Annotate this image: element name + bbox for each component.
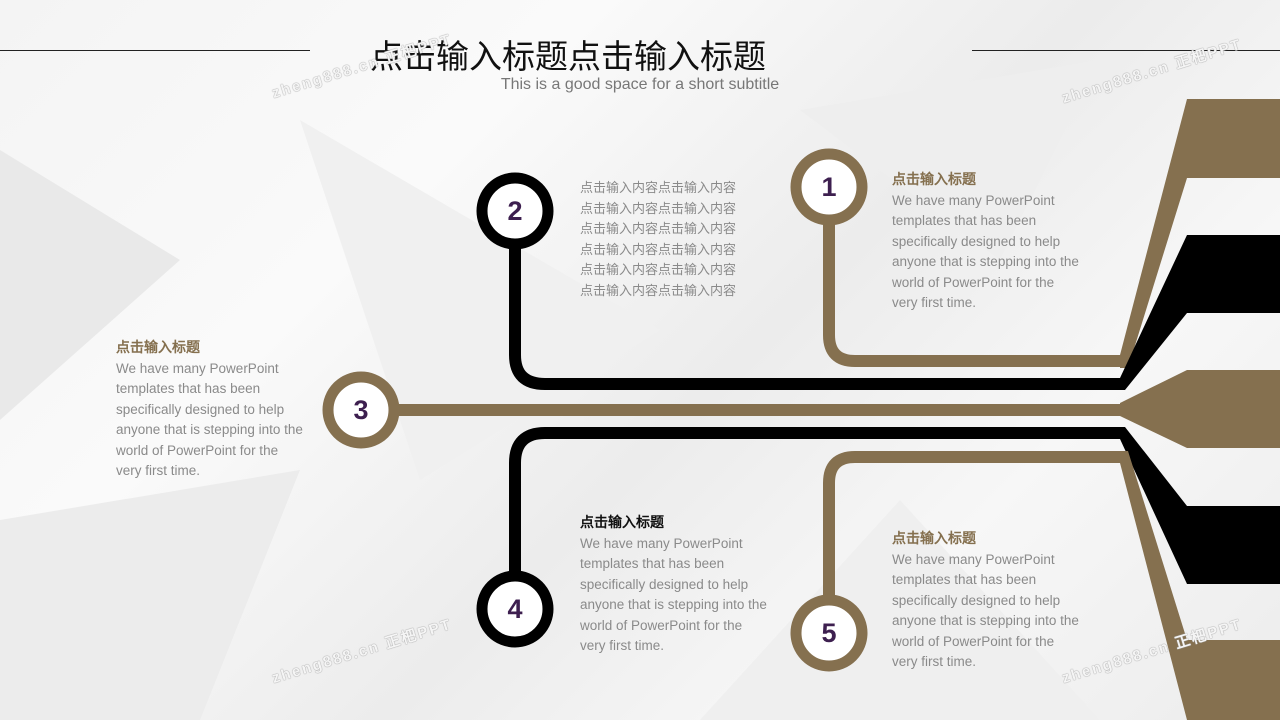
- step-2-line: 点击输入内容点击输入内容: [580, 181, 737, 196]
- band-black-upper: [1120, 235, 1280, 390]
- right-bands: [1120, 99, 1280, 720]
- page-title: 点击输入标题点击输入标题: [370, 37, 766, 76]
- band-brown-top: [1120, 99, 1280, 368]
- step-2-line: 点击输入内容点击输入内容: [580, 263, 737, 278]
- title-rule-left: [0, 50, 310, 51]
- connector-4: [509, 427, 1122, 580]
- step-3-heading: 点击输入标题: [116, 340, 200, 356]
- step-4-text: 点击输入标题 We have many PowerPoint templates…: [580, 513, 770, 657]
- step-5-heading: 点击输入标题: [892, 531, 976, 547]
- step-3-body: We have many PowerPoint templates that h…: [116, 360, 303, 479]
- page-subtitle: This is a good space for a short subtitl…: [500, 76, 780, 93]
- step-1-body: We have many PowerPoint templates that h…: [892, 192, 1079, 311]
- connector-5: [823, 451, 1122, 605]
- step-number-3: 3: [353, 395, 369, 425]
- step-1-text: 点击输入标题 We have many PowerPoint templates…: [892, 170, 1082, 314]
- node-circle-2: [476, 172, 554, 250]
- step-5-body: We have many PowerPoint templates that h…: [892, 551, 1079, 670]
- band-black-lower: [1120, 427, 1280, 584]
- node-circle-3: [322, 371, 400, 449]
- step-3-text: 点击输入标题 We have many PowerPoint templates…: [116, 338, 306, 482]
- step-1-heading: 点击输入标题: [892, 172, 976, 188]
- step-number-4: 4: [507, 594, 523, 624]
- step-number-1: 1: [821, 172, 837, 202]
- step-number-5: 5: [821, 618, 837, 648]
- step-2-text: 点击输入内容点击输入内容 点击输入内容点击输入内容 点击输入内容点击输入内容 点…: [580, 179, 755, 302]
- step-2-line: 点击输入内容点击输入内容: [580, 222, 737, 237]
- step-5-text: 点击输入标题 We have many PowerPoint templates…: [892, 529, 1082, 673]
- node-circle-1: [790, 148, 868, 226]
- node-circle-4: [476, 570, 554, 648]
- step-4-heading: 点击输入标题: [580, 515, 664, 531]
- connector-1: [823, 215, 1122, 367]
- step-2-line: 点击输入内容点击输入内容: [580, 283, 737, 299]
- step-number-2: 2: [507, 196, 523, 226]
- step-4-body: We have many PowerPoint templates that h…: [580, 535, 767, 654]
- band-brown-center: [1120, 370, 1280, 448]
- step-2-line: 点击输入内容点击输入内容: [580, 242, 737, 258]
- step-2-line: 点击输入内容点击输入内容: [580, 201, 737, 217]
- band-brown-bottom: [1120, 451, 1280, 720]
- node-circle-5: [790, 594, 868, 672]
- connector-2: [509, 240, 1122, 390]
- title-rule-right: [972, 50, 1280, 51]
